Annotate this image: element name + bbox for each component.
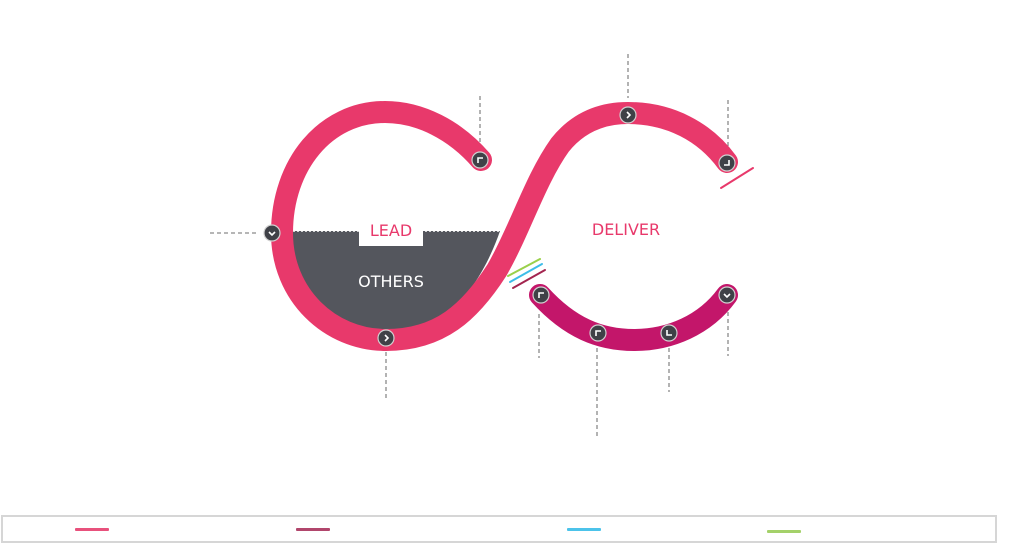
corner-arrow-icon: [538, 292, 544, 298]
node-lower-start[interactable]: [532, 286, 550, 304]
accent-strokes: [507, 167, 754, 289]
node-left[interactable]: [263, 224, 281, 242]
corner-arrow-icon: [595, 330, 601, 336]
chevron-down-icon: [268, 231, 276, 237]
label-others: OTHERS: [358, 272, 424, 291]
corner-arrow-icon: [666, 330, 672, 336]
legend-swatch-pink: [75, 528, 109, 531]
legend-swatch-maroon: [296, 528, 330, 531]
label-lead: LEAD: [370, 221, 412, 240]
legend-swatch-blue: [567, 528, 601, 531]
corner-arrow-icon: [724, 160, 730, 166]
legend-swatch-green: [767, 530, 801, 533]
lead-notch: [359, 220, 423, 246]
node-top-left-end[interactable]: [471, 151, 489, 169]
node-lower-2[interactable]: [589, 324, 607, 342]
main-loop-path: [270, 100, 738, 352]
node-top-right[interactable]: [619, 106, 637, 124]
others-fill-area: [285, 231, 500, 333]
corner-arrow-icon: [477, 157, 483, 163]
chevron-right-icon: [626, 111, 632, 119]
lower-arc-path: [529, 284, 738, 352]
node-lower-3[interactable]: [660, 324, 678, 342]
chevron-down-icon: [723, 293, 731, 299]
legend-bar: [1, 515, 997, 543]
connector-lines: [210, 54, 729, 436]
accent-maroon-stroke: [512, 269, 546, 289]
chevron-right-icon: [384, 334, 390, 342]
node-top-right-end[interactable]: [718, 154, 736, 172]
label-deliver: DELIVER: [592, 220, 660, 239]
accent-green-stroke: [507, 258, 541, 277]
accent-pink-stroke: [720, 167, 754, 189]
node-lower-end[interactable]: [718, 286, 736, 304]
node-bottom-left[interactable]: [377, 329, 395, 347]
accent-blue-stroke: [509, 263, 543, 283]
